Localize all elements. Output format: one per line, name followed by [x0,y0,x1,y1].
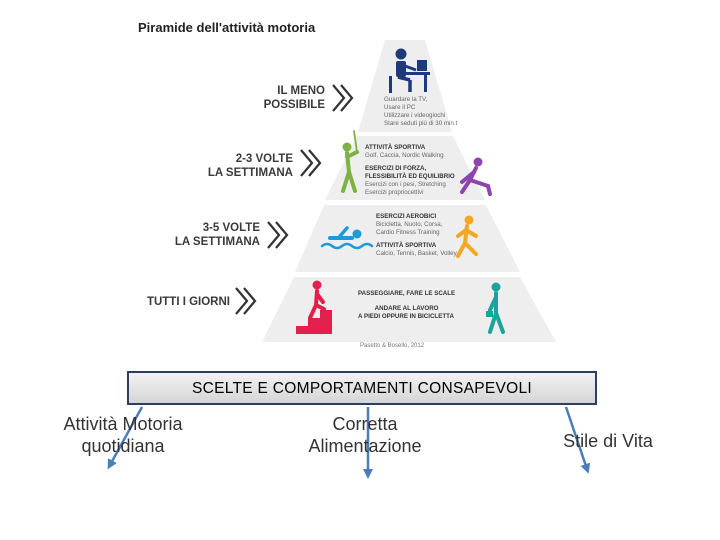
level-2-text: ATTIVITÀ SPORTIVA Golf, Caccia, Nordic W… [365,144,455,197]
text-line: Golf, Caccia, Nordic Walking [365,152,444,159]
chevron-icon-1 [332,84,354,112]
frequency-label-3: 3-5 VOLTE LA SETTIMANA [175,221,260,249]
label-line: Attività Motoria [63,414,183,434]
frequency-label-2: 2-3 VOLTE LA SETTIMANA [208,152,293,180]
text-heading: ANDARE AL LAVORO [374,305,439,312]
pyramid-credit: Pasetto & Bosello, 2012 [360,343,425,349]
frequency-line: 3-5 VOLTE [202,222,260,234]
level-1-text: Guardare la TV, Usare il PC Utilizzare i… [384,96,457,128]
arrow-left [107,406,144,470]
stairs-climber-icon [296,280,332,334]
stretching-person-icon [460,157,492,196]
text-heading: ESERCIZI DI FORZA, [365,165,427,172]
chevron-icon-2 [300,149,322,177]
choices-banner: SCELTE E COMPORTAMENTI CONSAPEVOLI [127,371,597,405]
frequency-line: LA SETTIMANA [174,236,260,248]
text-line: Bicicletta, Nuoto, Corsa, [376,221,443,228]
pyramid-tier-top [358,40,452,132]
text-line: Esercizi propriocettivi [365,189,424,196]
level-4-text: PASSEGGIARE, FARE LE SCALE ANDARE AL LAV… [358,290,455,321]
label-line: Alimentazione [308,436,422,456]
text-heading: PASSEGGIARE, FARE LE SCALE [358,290,456,297]
walker-icon [486,282,505,334]
runner-icon [456,215,478,258]
text-line: Usare il PC [384,104,416,111]
frequency-line: 2-3 VOLTE [235,153,293,165]
pyramid-title: Piramide dell'attività motoria [138,20,316,35]
text-heading: ESERCIZI AEROBICI [376,213,437,220]
label-line: Corretta [332,414,398,434]
chevron-icon-3 [267,221,289,249]
text-line: Guardare la TV, [384,96,428,103]
text-heading: ATTIVITÀ SPORTIVA [376,242,437,249]
chevron-icon-4 [235,287,257,315]
text-line: Stare seduti più di 30 min.t [384,120,458,127]
frequency-line: IL MENO [277,85,325,97]
frequency-label-1: IL MENO POSSIBILE [264,84,325,112]
golf-player-icon [341,130,359,193]
text-line: Esercizi con i pesi, Stretching [365,181,446,188]
text-heading: A PIEDI OPPURE IN BICICLETTA [358,313,454,320]
sedentary-person-icon [389,48,430,93]
frequency-line: LA SETTIMANA [207,167,293,179]
frequency-line: TUTTI I GIORNI [146,296,230,308]
text-line: Calcio, Tennis, Basket, Volley [376,250,457,257]
label-line: quotidiana [81,436,165,456]
text-heading: ATTIVITÀ SPORTIVA [365,144,426,151]
pyramid-tier-base [262,277,556,342]
pyramid-tier-2 [325,136,485,200]
arrow-right [564,406,591,474]
text-line: Cardio Fitness Training [376,229,440,236]
swimmer-icon [320,226,374,250]
frequency-label-4: TUTTI I GIORNI [147,295,230,309]
lifestyle-label: Stile di Vita [563,431,653,451]
banner-text: SCELTE E COMPORTAMENTI CONSAPEVOLI [191,380,533,397]
nutrition-label: Corretta Alimentazione [290,413,440,457]
text-line: Utilizzare i videogiochi [384,112,446,119]
frequency-line: POSSIBILE [263,99,325,111]
level-3-text: ESERCIZI AEROBICI Bicicletta, Nuoto, Cor… [376,213,457,258]
text-heading: FLESSIBILITÀ ED EQUILIBRIO [365,173,455,180]
pyramid-tier-3 [295,205,520,272]
daily-activity-label: Attività Motoria quotidiana [40,413,206,457]
